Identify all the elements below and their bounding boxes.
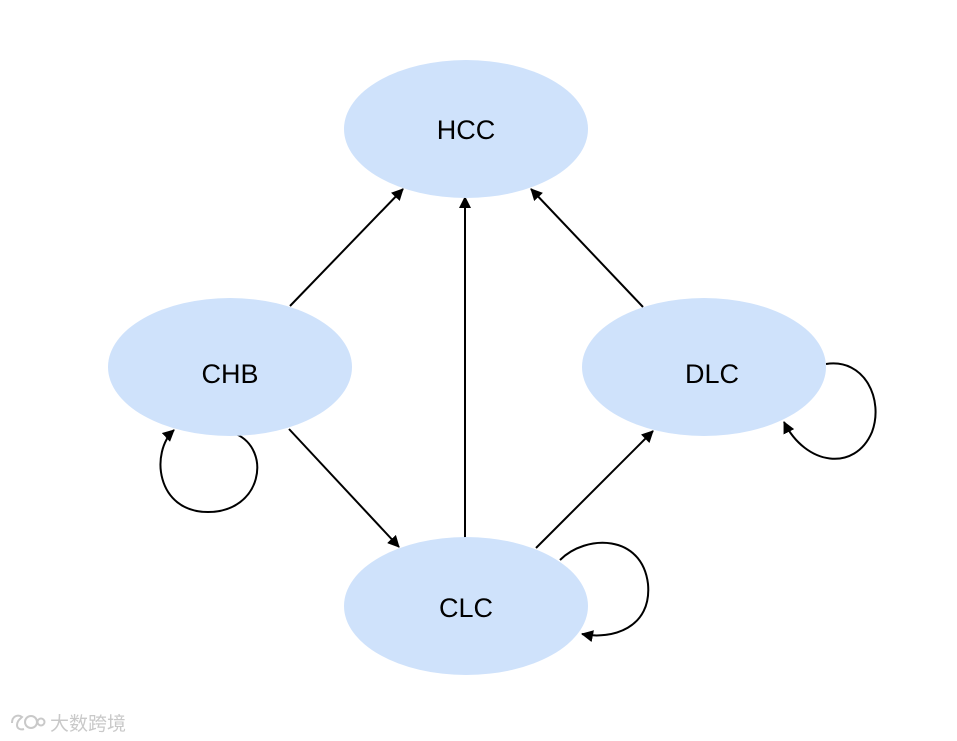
weibo-logo-icon xyxy=(11,714,46,731)
node-hcc: HCC xyxy=(344,60,588,198)
edge-dlc-self-loop xyxy=(783,362,877,460)
watermark-text: 大数跨境 xyxy=(50,712,127,735)
node-hcc-label: HCC xyxy=(437,115,496,145)
edge-chb-to-clc xyxy=(288,428,400,548)
node-dlc-ellipse xyxy=(582,298,826,436)
node-dlc: DLC xyxy=(582,298,826,436)
node-clc-label: CLC xyxy=(439,593,493,623)
edges xyxy=(159,188,877,643)
node-chb-label: CHB xyxy=(201,359,258,389)
edge-dlc-to-hcc xyxy=(530,188,644,308)
edge-chb-to-hcc xyxy=(289,188,404,307)
edge-clc-self-loop xyxy=(559,541,650,643)
node-hcc-ellipse xyxy=(344,60,588,198)
watermark: 大数跨境 xyxy=(8,708,126,736)
node-clc: CLC xyxy=(344,537,588,675)
node-chb-ellipse xyxy=(108,298,352,436)
edge-clc-to-dlc xyxy=(535,430,654,549)
edge-chb-self-loop xyxy=(159,429,259,514)
node-chb: CHB xyxy=(108,298,352,436)
node-dlc-label: DLC xyxy=(685,359,739,389)
node-clc-ellipse xyxy=(344,537,588,675)
